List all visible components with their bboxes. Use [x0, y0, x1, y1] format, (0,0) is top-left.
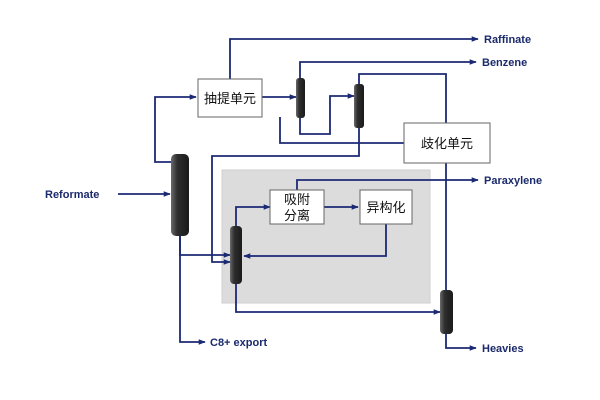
px-column [230, 226, 242, 284]
heavies-column [440, 290, 453, 334]
extraction-unit-box [197, 78, 263, 118]
benzene-column-2 [354, 84, 364, 128]
column-b2-bottom-line [211, 126, 360, 265]
heavies-line [445, 334, 477, 351]
benzene-column-1 [296, 78, 305, 118]
raffinate-line [229, 36, 479, 79]
px-column-to-heavies-column-line [235, 283, 441, 315]
isomerization-unit-box [359, 189, 413, 225]
disproportionation-unit-label: 歧化单元 [421, 137, 473, 152]
column-b1-to-b2-line [299, 93, 355, 135]
disproportionation-unit-box [403, 122, 491, 164]
column-b2-to-disproportionation-line [358, 73, 447, 123]
adsorption-unit-box [269, 189, 325, 225]
heavies-label: Heavies [482, 343, 524, 355]
adsorption-unit-label-line2: 分离 [284, 208, 310, 224]
disproportionation-return-line [279, 117, 404, 144]
reformate-label: Reformate [45, 189, 99, 201]
px-column-to-adsorption-line [235, 204, 271, 226]
main-fractionation-column [171, 154, 189, 236]
benzene-line [299, 59, 477, 82]
c8-export-label: C8+ export [210, 337, 267, 349]
raffinate-label: Raffinate [484, 34, 531, 46]
isomerization-return-line [243, 224, 387, 259]
extraction-unit-label: 抽提单元 [204, 91, 256, 107]
isomerization-unit-label: 异构化 [366, 201, 405, 216]
benzene-label: Benzene [482, 57, 527, 69]
main-to-extraction-line [154, 94, 197, 163]
paraxylene-line [296, 177, 479, 190]
c8-export-line [179, 236, 206, 345]
paraxylene-label: Paraxylene [484, 175, 542, 187]
adsorption-unit-label-line1: 吸附 [284, 193, 310, 208]
